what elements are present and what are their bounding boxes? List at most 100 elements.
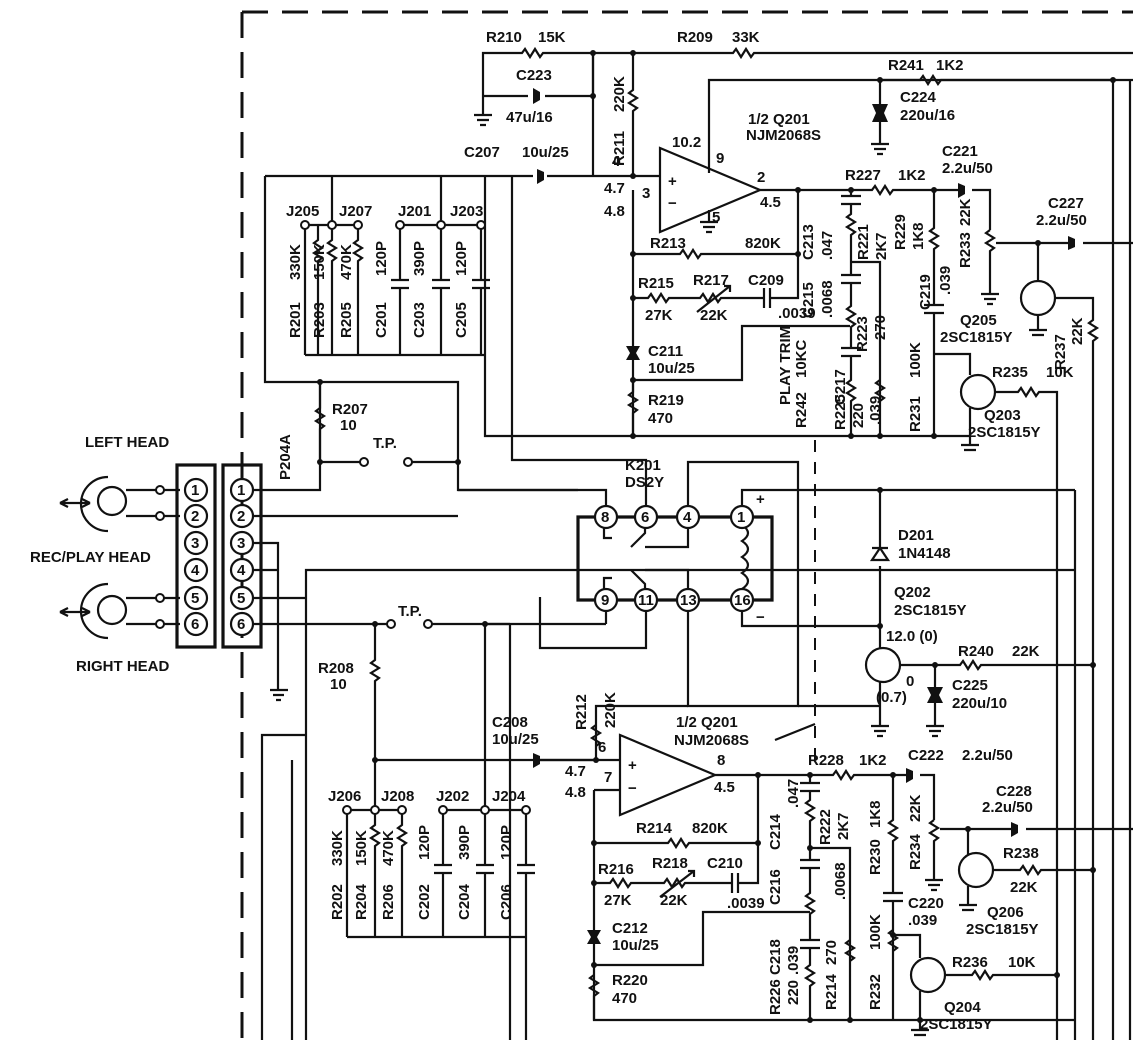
opamp-top-pin-minus: 3 <box>642 185 650 202</box>
r222-val: 2K7 <box>835 812 852 840</box>
j207-label: J207 <box>339 203 372 220</box>
q204-wires <box>893 933 1057 1037</box>
r206-val: 470K <box>380 830 397 866</box>
r231-symbol <box>873 379 887 402</box>
c221-symbol <box>958 183 965 198</box>
c207-symbol <box>537 169 544 184</box>
right-head-label: RIGHT HEAD <box>76 658 170 675</box>
r237-ref: R237 <box>1052 334 1069 370</box>
r226-val: 220 <box>785 980 802 1005</box>
r233-val: 22K <box>957 198 974 226</box>
q202-vb: 0 <box>906 673 914 690</box>
c216-val: .0068 <box>832 862 849 900</box>
q202-transistor-icon <box>864 646 902 684</box>
r215-val: 27K <box>645 307 673 324</box>
c228-ref: C228 <box>996 783 1032 800</box>
c205-val: 120P <box>453 241 470 276</box>
r235-ref: R235 <box>992 364 1028 381</box>
opamp-bottom-in1-voltage: 4.7 <box>565 763 586 780</box>
c201-ref: C201 <box>373 302 390 338</box>
opamp-top-plus: + <box>668 173 677 190</box>
r231-val: 100K <box>907 342 924 378</box>
c206-ref: C206 <box>498 884 515 920</box>
r232-val: 100K <box>867 914 884 950</box>
c207-val: 10u/25 <box>522 144 569 161</box>
relay-pins: 8 6 4 1 9 11 13 16 <box>593 504 755 613</box>
test-point-1b[interactable] <box>403 457 413 467</box>
r228-c222-wire <box>810 768 936 1020</box>
c212-r220-wire <box>587 910 1075 1022</box>
svg-text:13: 13 <box>680 592 697 609</box>
c217-val: .039 <box>867 396 884 425</box>
r228-val: 1K2 <box>859 752 887 769</box>
c217-ref: C217 <box>832 369 849 405</box>
test-point-1[interactable] <box>359 457 369 467</box>
opamp-bottom-out-voltage: 4.5 <box>714 779 735 796</box>
j203-label: J203 <box>450 203 483 220</box>
test-point-2b[interactable] <box>423 619 433 629</box>
opamp-bottom-pin-plus: 6 <box>598 739 606 756</box>
q206-part: 2SC1815Y <box>966 921 1039 938</box>
c214-val: .047 <box>785 779 802 808</box>
r240-val: 22K <box>1012 643 1040 660</box>
j204-label: J204 <box>492 788 526 805</box>
r223-val: 270 <box>872 315 889 340</box>
r236-val: 10K <box>1008 954 1036 971</box>
c221-ref: C221 <box>942 143 978 160</box>
relay-plus: + <box>756 491 765 508</box>
r242-note: PLAY TRIM <box>777 326 794 405</box>
svg-text:3: 3 <box>237 535 245 552</box>
left-head-icon <box>59 475 180 533</box>
r219-val: 470 <box>648 410 673 427</box>
r229-val: 1K8 <box>910 222 927 250</box>
c204-ref: C204 <box>456 883 473 920</box>
c208-ref: C208 <box>492 714 528 731</box>
c227-ref: C227 <box>1048 195 1084 212</box>
r202-val: 330K <box>329 830 346 866</box>
r211-val: 220K <box>611 76 628 112</box>
r236-ref: R236 <box>952 954 988 971</box>
c223-val: 47u/16 <box>506 109 553 126</box>
input-wire-bottom <box>483 624 688 1040</box>
svg-text:3: 3 <box>191 535 199 552</box>
r241-wire <box>880 73 1133 87</box>
c221-val: 2.2u/50 <box>942 160 993 177</box>
opamp-top-minus: − <box>668 195 677 212</box>
r205-val: 470K <box>338 244 355 280</box>
q206-wires <box>959 829 1093 912</box>
svg-text:11: 11 <box>638 592 654 609</box>
svg-text:2: 2 <box>191 508 199 525</box>
r226-ref: R226 <box>767 979 784 1015</box>
r208-val: 10 <box>330 676 347 693</box>
q202-ref: Q202 <box>894 584 931 601</box>
c214-ref: C214 <box>767 813 784 850</box>
opamp-top-pin-gnd: 5 <box>712 209 720 226</box>
svg-text:16: 16 <box>734 592 751 609</box>
opamp-bottom-minus: − <box>628 780 637 797</box>
r203-ref: R203 <box>311 302 328 338</box>
r205-ref: R205 <box>338 302 355 338</box>
r216-ref: R216 <box>598 861 634 878</box>
opamp-top-ground <box>700 210 718 234</box>
r234-ref: R234 <box>907 833 924 870</box>
c208-symbol <box>533 753 540 768</box>
opamp-bottom-pin-out: 8 <box>717 752 725 769</box>
r217-val: 22K <box>700 307 728 324</box>
c222-val: 2.2u/50 <box>962 747 1013 764</box>
j205-label: J205 <box>286 203 319 220</box>
r207-val: 10 <box>340 417 357 434</box>
test-point-2[interactable] <box>386 619 396 629</box>
r227-c221-wire <box>851 183 992 436</box>
c215-ref: C215 <box>800 282 817 318</box>
c218-ref: C218 <box>767 939 784 975</box>
r228-ref: R228 <box>808 752 844 769</box>
r227-ref: R227 <box>845 167 881 184</box>
c206-val: 120P <box>498 825 515 860</box>
r210-label: R210 <box>486 29 522 46</box>
relay-coil-icon <box>740 524 750 590</box>
svg-text:1: 1 <box>737 509 745 526</box>
relay-minus: − <box>756 609 765 626</box>
c220-val: .039 <box>908 912 937 929</box>
r225-val: 220 <box>850 403 867 428</box>
r217-ref: R217 <box>693 272 729 289</box>
